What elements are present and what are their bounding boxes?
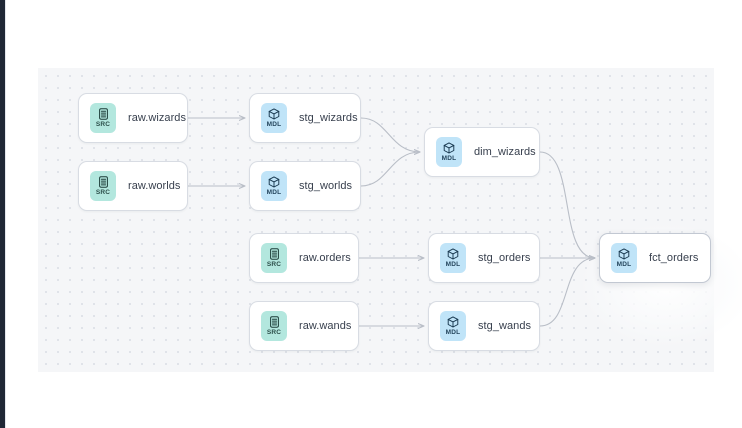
database-icon bbox=[98, 175, 109, 188]
lineage-node-fct_orders[interactable]: MDL fct_orders bbox=[599, 233, 711, 283]
node-kind-badge-mdl: MDL bbox=[261, 171, 287, 201]
node-kind-badge-src: SRC bbox=[261, 311, 287, 341]
node-label: raw.orders bbox=[299, 252, 351, 264]
node-kind-label: MDL bbox=[266, 188, 282, 196]
lineage-node-stg_wands[interactable]: MDL stg_wands bbox=[428, 301, 540, 351]
node-label: raw.worlds bbox=[128, 180, 181, 192]
lineage-edge-stg_wands-to-fct_orders[interactable] bbox=[539, 258, 595, 327]
node-kind-label: SRC bbox=[95, 188, 111, 196]
lineage-node-stg_orders[interactable]: MDL stg_orders bbox=[428, 233, 540, 283]
node-kind-label: SRC bbox=[95, 120, 111, 128]
window-left-rail bbox=[0, 0, 5, 428]
node-kind-badge-src: SRC bbox=[261, 243, 287, 273]
node-label: stg_wands bbox=[478, 320, 532, 332]
node-kind-label: MDL bbox=[445, 328, 461, 336]
database-icon bbox=[98, 107, 109, 120]
cube-icon bbox=[447, 247, 459, 260]
node-label: stg_orders bbox=[478, 252, 531, 264]
node-label: stg_wizards bbox=[299, 112, 358, 124]
cube-icon bbox=[443, 141, 455, 154]
node-kind-badge-mdl: MDL bbox=[261, 103, 287, 133]
lineage-node-raw_wizards[interactable]: SRC raw.wizards bbox=[78, 93, 188, 143]
node-label: dim_wizards bbox=[474, 146, 536, 158]
node-kind-label: MDL bbox=[616, 260, 632, 268]
cube-icon bbox=[268, 107, 280, 120]
lineage-node-stg_worlds[interactable]: MDL stg_worlds bbox=[249, 161, 361, 211]
lineage-node-raw_wands[interactable]: SRC raw.wands bbox=[249, 301, 359, 351]
lineage-edge-stg_wizards-to-dim_wizards[interactable] bbox=[360, 117, 420, 152]
database-icon bbox=[269, 247, 280, 260]
node-kind-badge-src: SRC bbox=[90, 171, 116, 201]
lineage-node-stg_wizards[interactable]: MDL stg_wizards bbox=[249, 93, 361, 143]
lineage-node-dim_wizards[interactable]: MDL dim_wizards bbox=[424, 127, 540, 177]
node-label: raw.wizards bbox=[128, 112, 187, 124]
cube-icon bbox=[447, 315, 459, 328]
node-kind-label: MDL bbox=[266, 120, 282, 128]
node-kind-badge-src: SRC bbox=[90, 103, 116, 133]
lineage-edge-layer bbox=[188, 68, 714, 372]
node-kind-badge-mdl: MDL bbox=[611, 243, 637, 273]
lineage-edge-dim_wizards-to-fct_orders[interactable] bbox=[539, 151, 595, 258]
node-kind-label: MDL bbox=[441, 154, 457, 162]
cube-icon bbox=[268, 175, 280, 188]
lineage-edge-stg_worlds-to-dim_wizards[interactable] bbox=[360, 152, 420, 187]
node-kind-label: MDL bbox=[445, 260, 461, 268]
node-kind-label: SRC bbox=[266, 260, 282, 268]
database-icon bbox=[269, 315, 280, 328]
node-label: raw.wands bbox=[299, 320, 352, 332]
node-label: fct_orders bbox=[649, 252, 699, 264]
window-left-rail-edge bbox=[5, 0, 6, 428]
node-kind-badge-mdl: MDL bbox=[440, 243, 466, 273]
cube-icon bbox=[618, 247, 630, 260]
lineage-node-raw_orders[interactable]: SRC raw.orders bbox=[249, 233, 359, 283]
node-kind-badge-mdl: MDL bbox=[440, 311, 466, 341]
node-kind-badge-mdl: MDL bbox=[436, 137, 462, 167]
node-kind-label: SRC bbox=[266, 328, 282, 336]
node-label: stg_worlds bbox=[299, 180, 353, 192]
lineage-node-raw_worlds[interactable]: SRC raw.worlds bbox=[78, 161, 188, 211]
